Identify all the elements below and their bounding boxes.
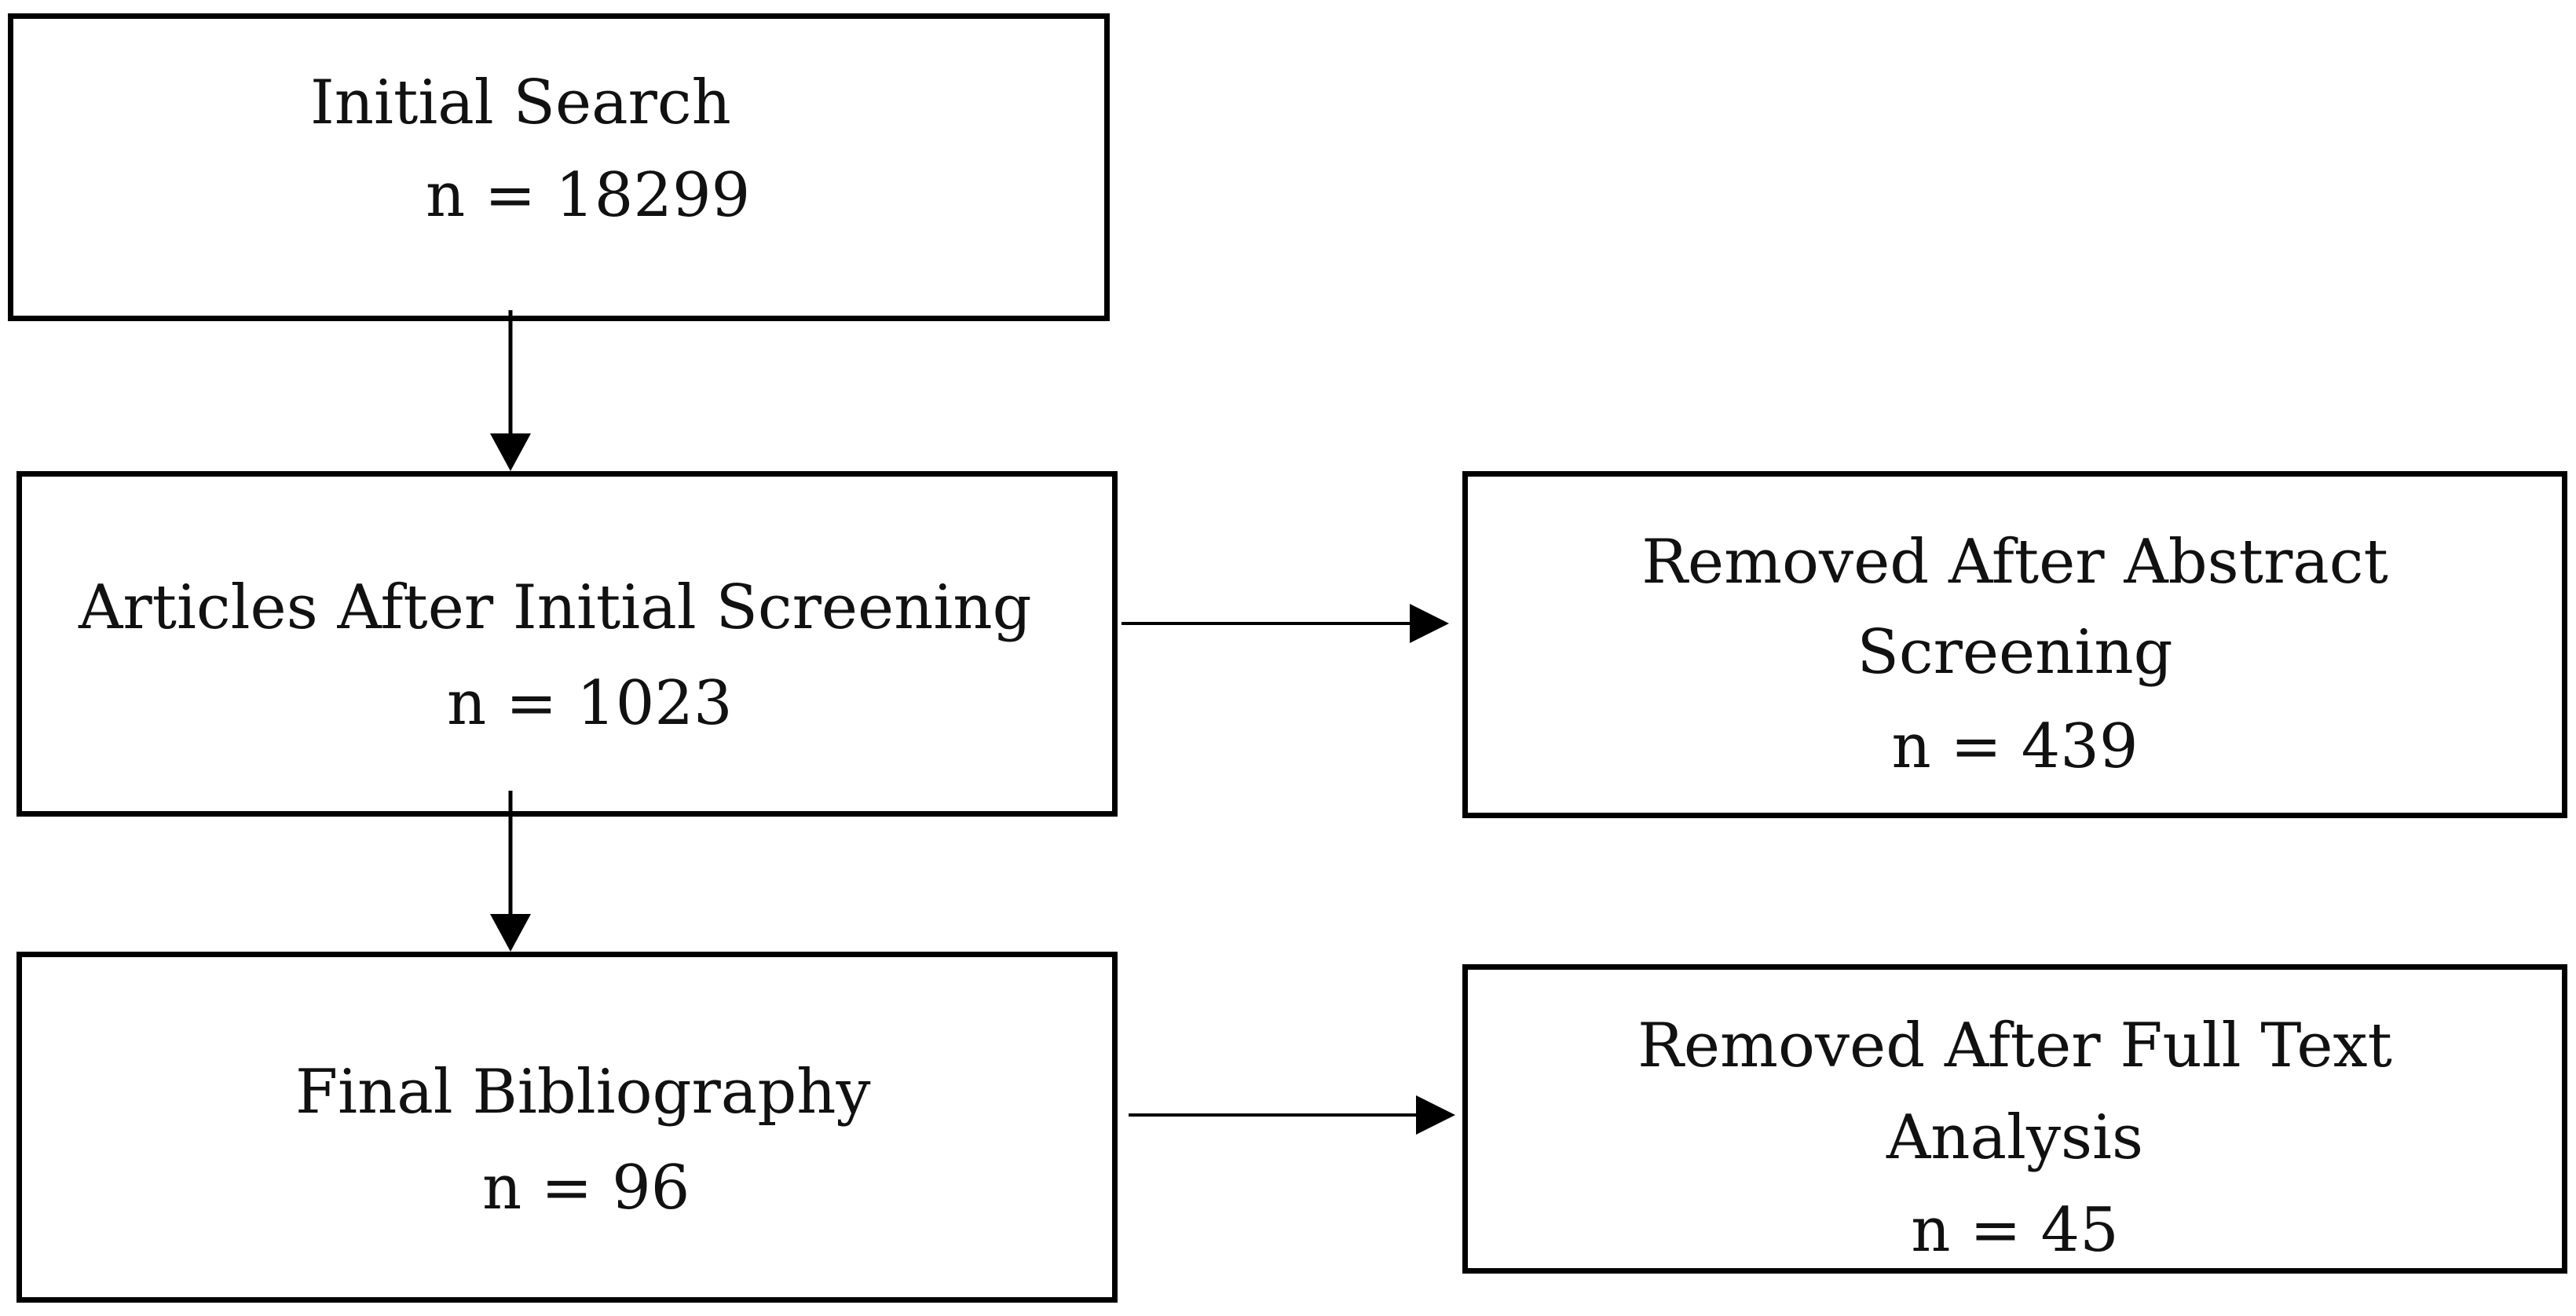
removed-abstract-box: Removed After Abstract Screening n = 439	[1462, 471, 2567, 818]
removed-full-text-title-line1: Removed After Full Text	[1637, 1011, 2392, 1081]
arrow-final-to-removed-full-text-head	[1416, 1095, 1455, 1135]
final-bibliography-box: Final Bibliography n = 96	[16, 952, 1118, 1303]
initial-screening-count: n = 1023	[447, 668, 733, 739]
removed-abstract-count: n = 439	[1891, 711, 2139, 782]
arrow-search-to-screening-head	[490, 433, 531, 471]
removed-abstract-title-line1: Removed After Abstract	[1641, 527, 2388, 598]
removed-abstract-title-line2: Screening	[1857, 617, 2173, 688]
initial-screening-title: Articles After Initial Screening	[79, 572, 1032, 643]
final-bibliography-title: Final Bibliography	[295, 1057, 871, 1128]
removed-full-text-box: Removed After Full Text Analysis n = 45	[1462, 964, 2567, 1274]
arrow-screening-to-final-head	[490, 914, 531, 952]
removed-full-text-title-line2: Analysis	[1886, 1102, 2144, 1173]
initial-search-title: Initial Search	[310, 68, 731, 138]
arrow-screening-to-removed-abstract-head	[1410, 604, 1449, 643]
final-bibliography-count: n = 96	[482, 1153, 690, 1223]
initial-search-count: n = 18299	[426, 160, 751, 231]
removed-full-text-count: n = 45	[1911, 1195, 2119, 1266]
initial-screening-box: Articles After Initial Screening n = 102…	[16, 471, 1118, 817]
initial-search-box: Initial Search n = 18299	[8, 13, 1110, 321]
